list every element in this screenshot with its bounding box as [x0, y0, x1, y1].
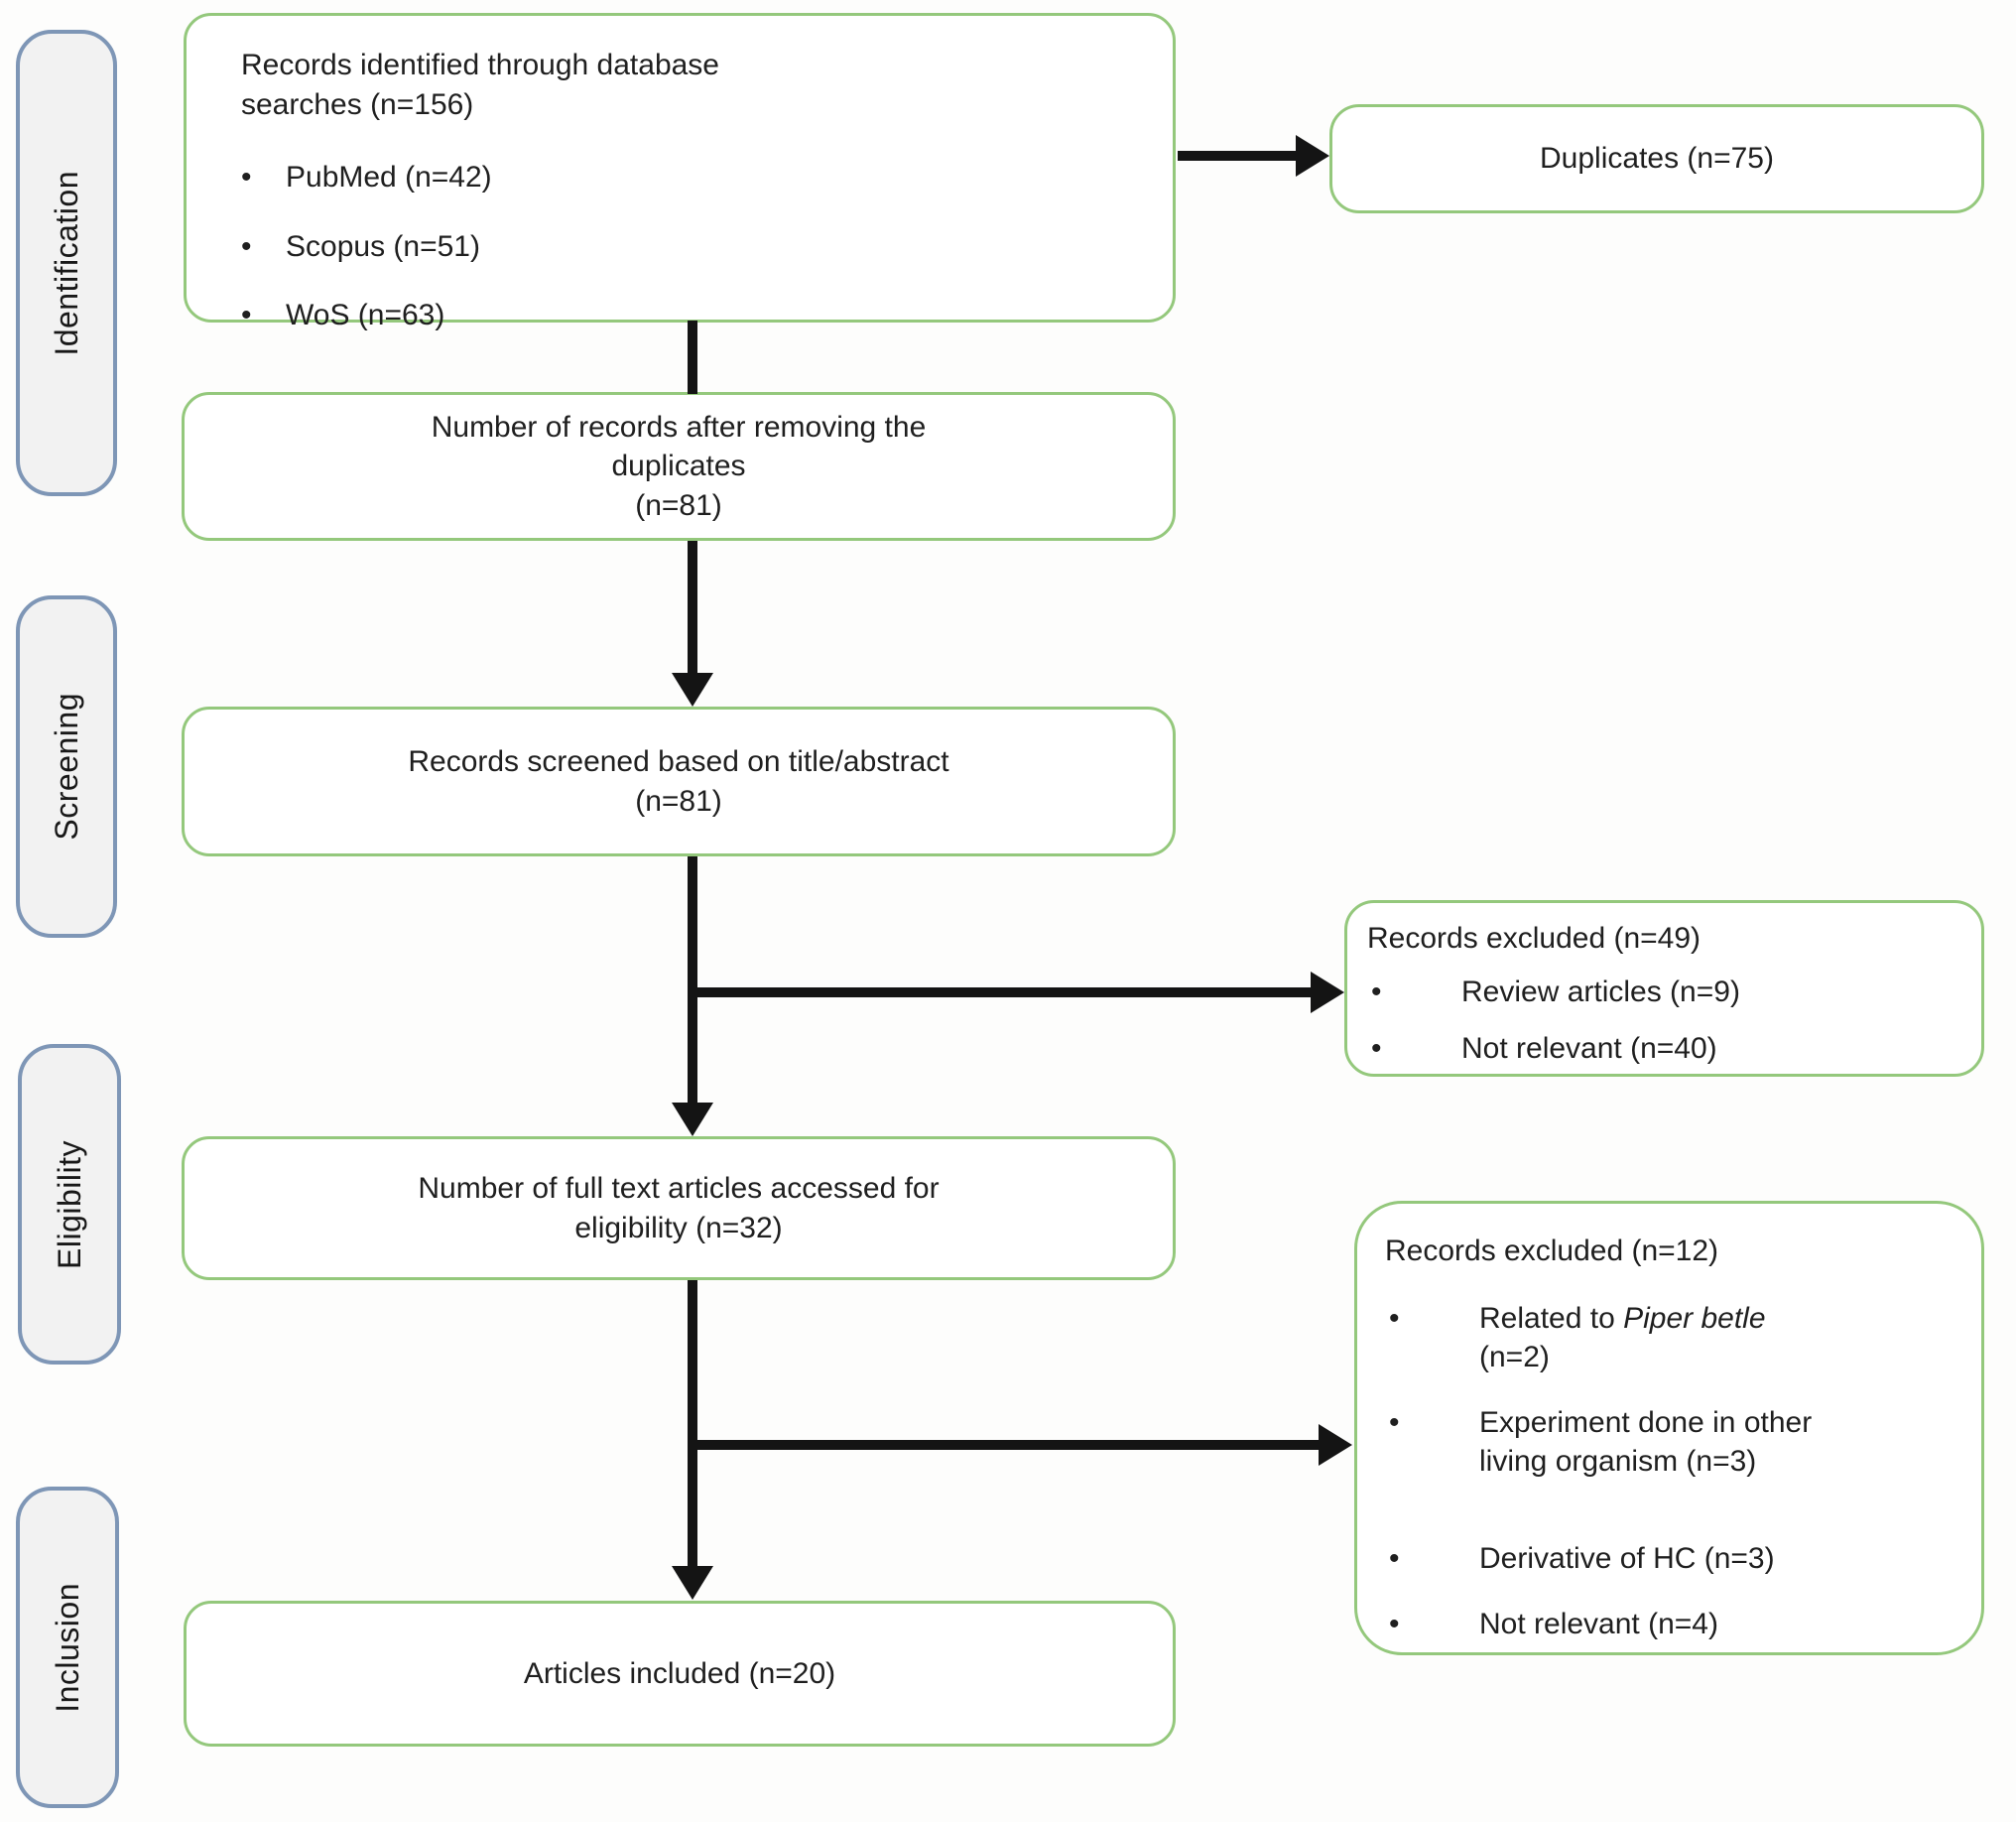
bullet-dot-icon: •	[1389, 1405, 1400, 1439]
bullet-text: WoS (n=63)	[286, 299, 445, 332]
bullet-item: • PubMed (n=42)	[241, 158, 1143, 197]
bullet-text: Not relevant (n=4)	[1479, 1607, 1718, 1640]
bullet-item: • Related to Piper betle (n=2)	[1385, 1299, 1957, 1377]
bullet-item: • WoS (n=63)	[241, 296, 1143, 335]
bullet-text: Not relevant (n=40)	[1461, 1032, 1717, 1066]
title-line: Records identified through database	[241, 49, 719, 81]
stage-label-eligibility-text: Eligibility	[51, 1139, 87, 1269]
connector-afterduplicates-to-screened	[688, 541, 697, 678]
arrowhead-duplicates	[1296, 135, 1329, 177]
bullet-dot-icon: •	[1389, 1607, 1400, 1640]
bullet-item: • Derivative of HC (n=3)	[1385, 1539, 1957, 1579]
bullet-dot-icon: •	[241, 229, 252, 263]
connector-identified-to-afterduplicates	[688, 321, 697, 394]
bullet-text: PubMed (n=42)	[286, 161, 492, 195]
connector-fulltext-to-excluded12	[693, 1440, 1322, 1450]
box-records-excluded-screening: Records excluded (n=49) • Review articles…	[1344, 900, 1984, 1077]
stage-label-eligibility: Eligibility	[18, 1044, 121, 1365]
box-full-text-assessed-line: Number of full text articles accessed fo…	[418, 1171, 940, 1205]
bullet-text: Scopus (n=51)	[286, 229, 480, 263]
box-after-duplicates: Number of records after removing the dup…	[182, 392, 1176, 541]
bullet-text: Derivative of HC (n=3)	[1479, 1541, 1775, 1575]
bullet-item: • Not relevant (n=40)	[1367, 1029, 1963, 1069]
box-duplicates-text: Duplicates (n=75)	[1540, 142, 1774, 176]
box-articles-included-text: Articles included (n=20)	[523, 1656, 836, 1690]
title-line: searches (n=156)	[241, 87, 474, 121]
excluded-screening-bullet-list: • Review articles (n=9) • Not relevant (n=4…	[1367, 973, 1963, 1069]
bullet-dot-icon: •	[1371, 975, 1382, 1008]
bullet-dot-icon: •	[1371, 1032, 1382, 1066]
arrowhead-included	[672, 1566, 713, 1600]
stage-label-screening-text: Screening	[48, 693, 84, 841]
bullet-dot-icon: •	[241, 299, 252, 332]
box-after-duplicates-line: (n=81)	[635, 488, 722, 522]
bullet-dot-icon: •	[1389, 1301, 1400, 1335]
box-records-excluded-screening-title: Records excluded (n=49)	[1367, 922, 1701, 955]
arrowhead-fulltext	[672, 1103, 713, 1136]
box-articles-included: Articles included (n=20)	[184, 1601, 1176, 1747]
box-full-text-assessed-line: eligibility (n=32)	[574, 1211, 783, 1244]
bullet-dot-icon: •	[241, 161, 252, 195]
stage-label-screening: Screening	[16, 595, 117, 938]
box-records-identified: Records identified through database sear…	[184, 13, 1176, 331]
database-bullet-list: • PubMed (n=42) • Scopus (n=51) • WoS (n=63)	[241, 158, 1143, 335]
bullet-item: • Not relevant (n=4)	[1385, 1605, 1957, 1644]
box-records-screened-line: (n=81)	[635, 784, 722, 818]
bullet-item: • Scopus (n=51)	[241, 227, 1143, 267]
connector-fulltext-to-included	[688, 1280, 697, 1568]
connector-identified-to-duplicates	[1178, 151, 1299, 161]
box-records-excluded-eligibility: Records excluded (n=12) • Related to Pipe…	[1354, 1201, 1984, 1655]
box-records-screened: Records screened based on title/abstract…	[182, 707, 1176, 856]
box-records-excluded-eligibility-title: Records excluded (n=12)	[1385, 1235, 1719, 1267]
box-records-identified-title: Records identified through database sear…	[241, 46, 1143, 124]
connector-screened-to-excluded49	[693, 987, 1314, 997]
stage-label-inclusion: Inclusion	[16, 1487, 119, 1808]
box-duplicates: Duplicates (n=75)	[1329, 104, 1984, 213]
excluded-eligibility-bullet-list: • Related to Piper betle (n=2) • Experiment…	[1385, 1299, 1957, 1644]
bullet-text: Experiment done in other living organism…	[1479, 1405, 1813, 1479]
box-after-duplicates-line: Number of records after removing the	[431, 410, 927, 444]
connector-screened-to-fulltext	[688, 856, 697, 1105]
box-full-text-assessed: Number of full text articles accessed fo…	[182, 1136, 1176, 1280]
bullet-item: • Experiment done in other living organis…	[1385, 1403, 1957, 1482]
arrowhead-excluded49	[1311, 972, 1344, 1013]
bullet-item: • Review articles (n=9)	[1367, 973, 1963, 1012]
bullet-text: Review articles (n=9)	[1461, 975, 1740, 1008]
box-after-duplicates-line: duplicates	[611, 450, 746, 483]
arrowhead-excluded12	[1319, 1424, 1352, 1466]
stage-label-identification: Identification	[16, 30, 117, 496]
stage-label-inclusion-text: Inclusion	[49, 1582, 85, 1713]
bullet-dot-icon: •	[1389, 1541, 1400, 1575]
bullet-text: Related to Piper betle (n=2)	[1479, 1301, 1766, 1374]
stage-label-identification-text: Identification	[48, 170, 84, 356]
box-records-screened-line: Records screened based on title/abstract	[408, 744, 949, 778]
arrowhead-screened	[672, 673, 713, 707]
